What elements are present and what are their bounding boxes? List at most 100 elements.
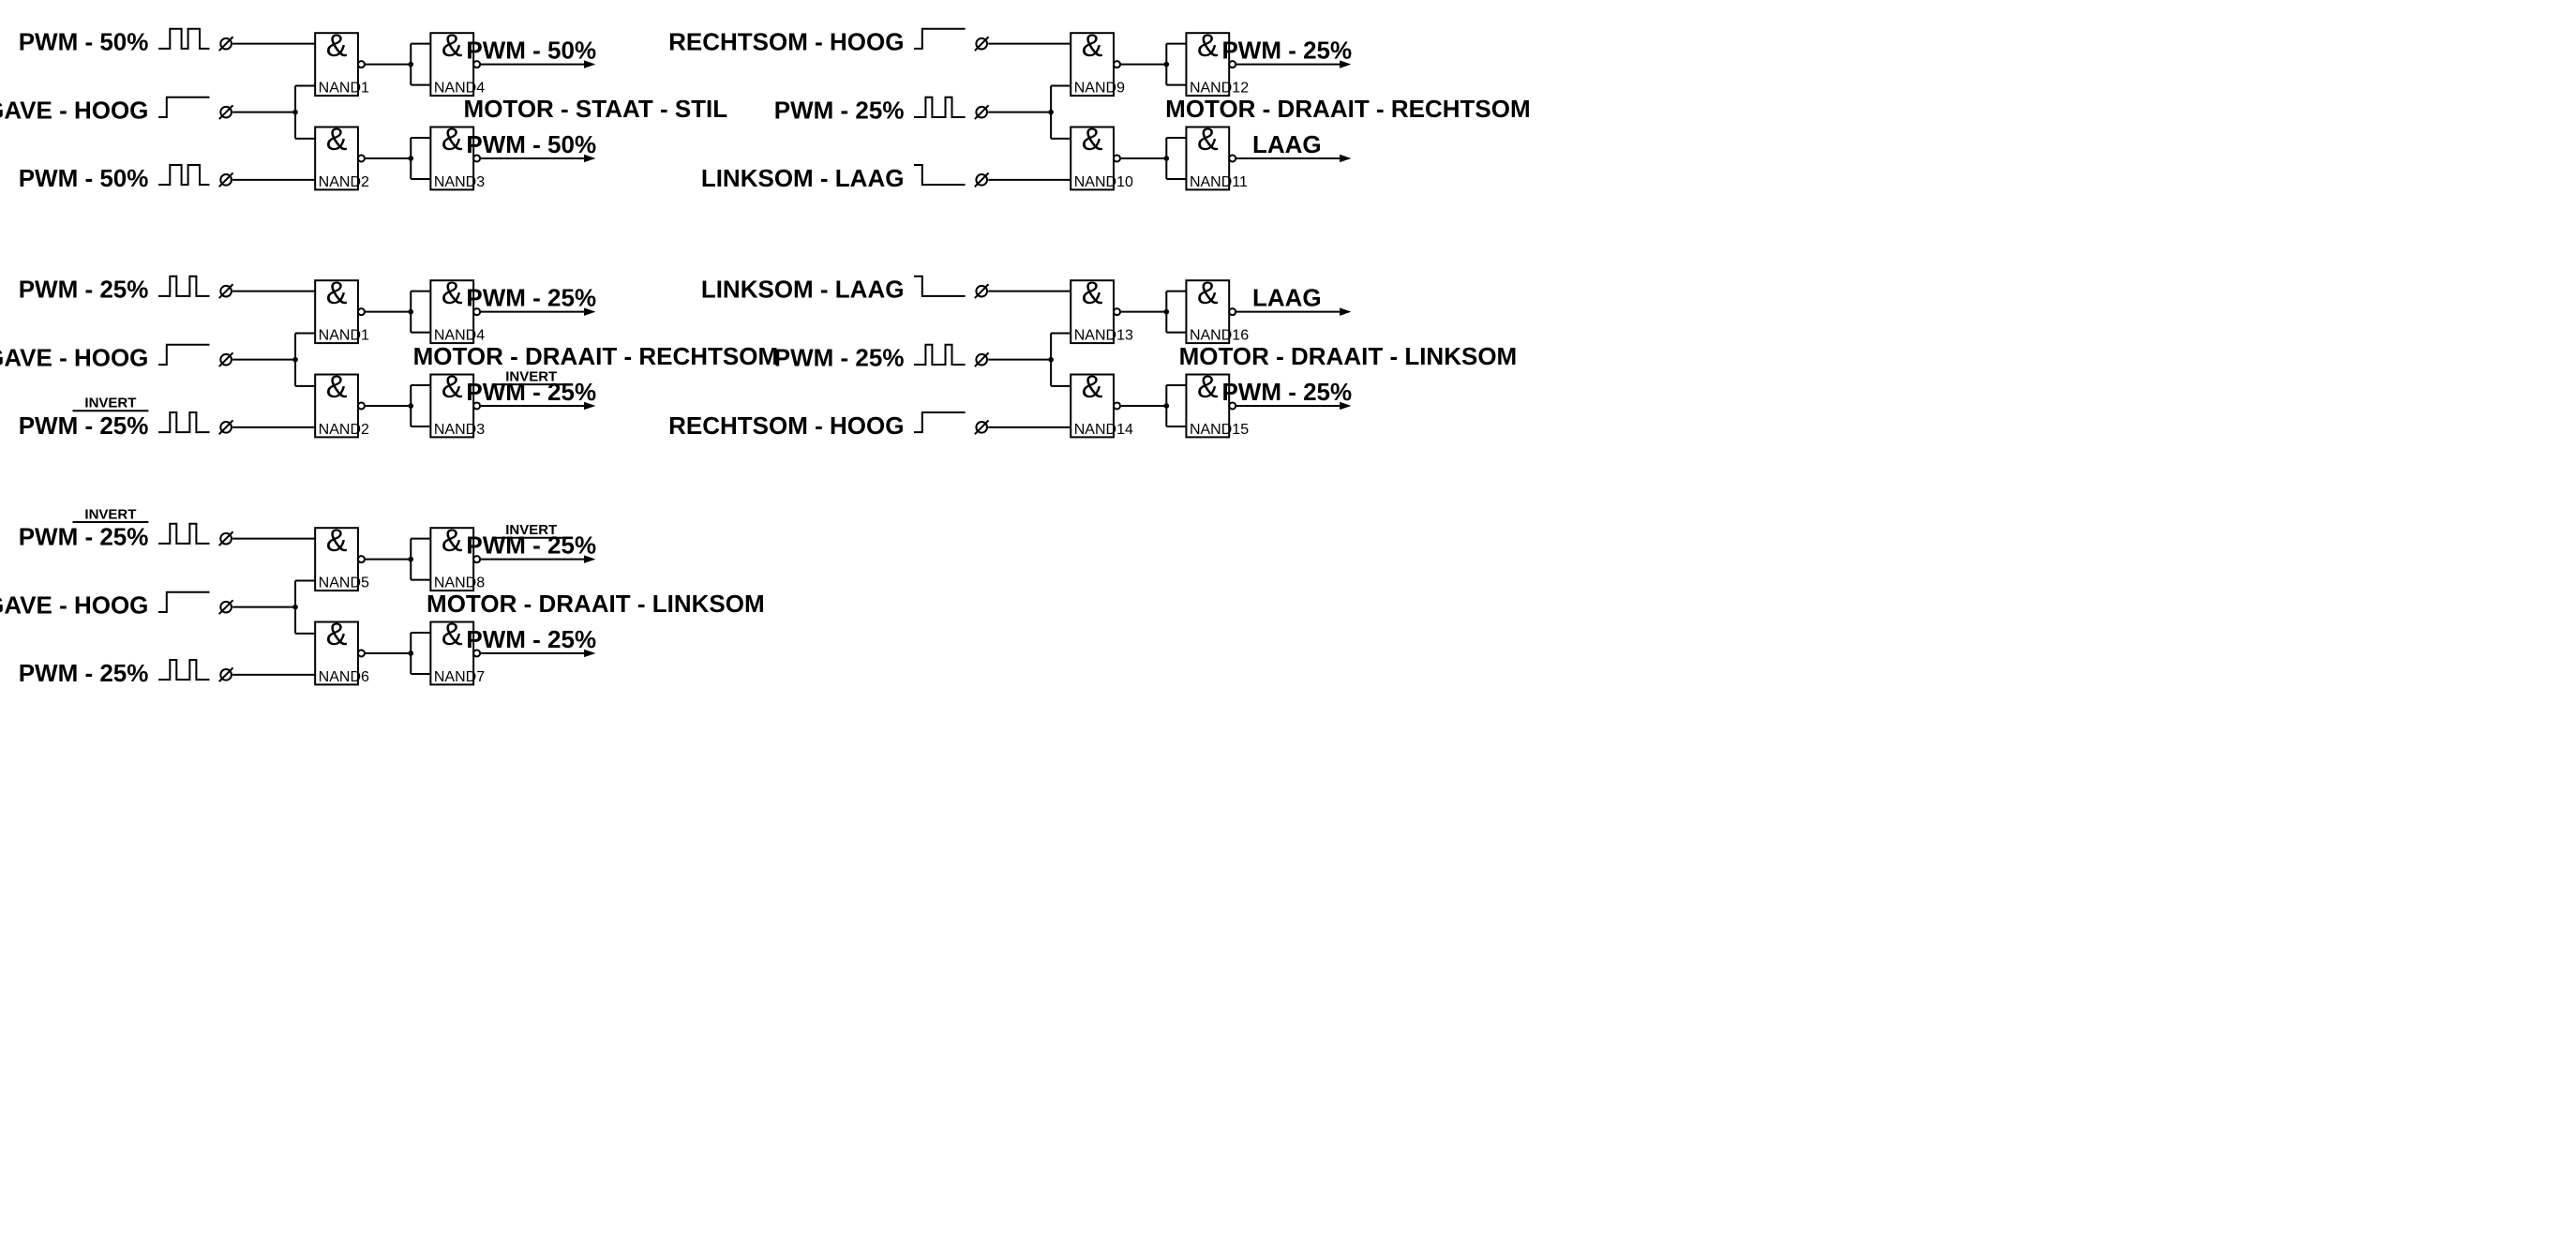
nand-gate: & NAND3: [429, 122, 485, 191]
inversion-bubble: [1228, 154, 1237, 163]
nand-gate: &NAND9: [1070, 28, 1125, 97]
waveform-icon: [158, 659, 210, 681]
nand-gate: & NAND1: [314, 276, 369, 345]
nand-gate: & NAND15: [1185, 369, 1249, 439]
output-arrow: [584, 401, 596, 411]
output-arrow: [584, 307, 596, 316]
inversion-bubble: [356, 154, 366, 163]
terminal-slash: [218, 36, 234, 52]
gate-name: NAND14: [1074, 422, 1133, 438]
terminal-slash: [974, 351, 990, 367]
output-label: LAAG: [1252, 283, 1322, 311]
gate-name: NAND2: [319, 174, 369, 190]
input-label: PWM - 50%: [19, 164, 149, 192]
nand-gate: &NAND4: [429, 276, 485, 345]
gate-name: NAND12: [1190, 81, 1249, 97]
waveform-icon: [158, 591, 210, 613]
terminal-slash: [218, 351, 234, 367]
nand-gate: &NAND1: [314, 28, 369, 97]
input-label: PWM - 25%: [19, 276, 149, 304]
input-label: PWM - 25%: [774, 97, 905, 125]
gate-and-symbol: &: [1082, 122, 1103, 157]
terminal-slash: [974, 36, 990, 52]
gate-and-symbol: &: [1197, 122, 1219, 157]
nand-gate: &NAND12: [1185, 28, 1249, 97]
gate-and-symbol: &: [326, 276, 348, 311]
invert-label: INVERT: [505, 369, 557, 385]
input-label: LINKSOM - LAAG: [701, 164, 905, 192]
waveform-icon: [914, 96, 966, 118]
input-label: RECHTSOM - HOOG: [668, 28, 904, 56]
gate-and-symbol: &: [442, 369, 463, 405]
nand-gate: &NAND11: [1185, 122, 1248, 191]
gate-and-symbol: &: [442, 523, 463, 559]
gate-and-symbol: &: [1082, 369, 1103, 405]
gate-and-symbol: &: [442, 122, 463, 157]
gate-and-symbol: &: [1082, 276, 1103, 311]
gate-name: NAND8: [434, 576, 485, 591]
waveform-icon: [158, 96, 210, 118]
output-label: PWM - 25%: [466, 283, 596, 311]
waveform-icon: [158, 343, 210, 366]
nand-gate: & NAND14: [1070, 369, 1133, 439]
waveform-icon: [158, 522, 210, 545]
gate-and-symbol: &: [1197, 369, 1219, 405]
circuit-title: MOTOR - STAAT - STIL: [464, 95, 728, 123]
output-arrow: [584, 649, 596, 658]
gate-body: [1185, 32, 1231, 97]
gate-name: NAND4: [434, 81, 485, 97]
gate-name: NAND13: [1074, 328, 1133, 344]
circuit-title: MOTOR - DRAAIT - LINKSOM: [1179, 342, 1518, 370]
waveform-icon: [914, 27, 966, 50]
output-arrow: [1340, 401, 1352, 411]
gate-name: NAND1: [319, 81, 369, 97]
terminal-slash: [218, 531, 234, 546]
terminal-slash: [218, 283, 234, 299]
output-label: PWM - 25%: [1221, 378, 1352, 406]
input-label: PWM - 25%: [19, 659, 149, 687]
gate-body: [314, 527, 359, 592]
gate-body: [1185, 279, 1231, 345]
inversion-bubble: [356, 555, 366, 564]
nand-gate: &NAND5: [314, 523, 369, 592]
gate-name: NAND15: [1190, 422, 1249, 438]
gate-body: [429, 126, 475, 191]
gate-and-symbol: &: [326, 122, 348, 157]
gate-and-symbol: &: [326, 617, 348, 652]
input-label: LINKSOM - LAAG: [701, 276, 905, 304]
gate-and-symbol: &: [1197, 276, 1219, 311]
output-label: PWM - 50%: [466, 36, 596, 64]
output-arrow: [584, 60, 596, 68]
gate-body: [429, 32, 475, 97]
input-label: PWM - 25%: [774, 344, 905, 372]
output-label: LAAG: [1252, 130, 1322, 158]
invert-label: INVERT: [84, 507, 136, 523]
inversion-bubble: [1113, 401, 1122, 411]
inversion-bubble: [356, 60, 366, 69]
gate-name: NAND3: [434, 174, 485, 190]
output-label: PWM - 50%: [466, 130, 596, 158]
terminal-slash: [218, 172, 234, 187]
inversion-bubble: [356, 307, 366, 317]
invert-label: INVERT: [84, 396, 136, 411]
nand-gate: & NAND2: [314, 122, 369, 191]
gate-name: NAND9: [1074, 81, 1125, 97]
terminal-slash: [974, 104, 990, 120]
output-arrow: [1340, 154, 1352, 163]
output-label: PWM - 25%: [466, 378, 596, 406]
gate-name: NAND16: [1190, 328, 1249, 344]
output-arrow: [1340, 60, 1352, 68]
waveform-icon: [914, 164, 966, 187]
waveform-icon: [158, 164, 210, 187]
input-label: VRIJGAVE - HOOG: [0, 344, 148, 372]
waveform-icon: [914, 411, 966, 434]
gate-body: [1070, 279, 1115, 345]
invert-label: INVERT: [505, 522, 557, 538]
output-label: PWM - 25%: [1221, 36, 1352, 64]
gate-name: NAND1: [319, 328, 369, 344]
terminal-slash: [974, 419, 990, 435]
waveform-icon: [914, 343, 966, 366]
inversion-bubble: [1113, 307, 1122, 317]
